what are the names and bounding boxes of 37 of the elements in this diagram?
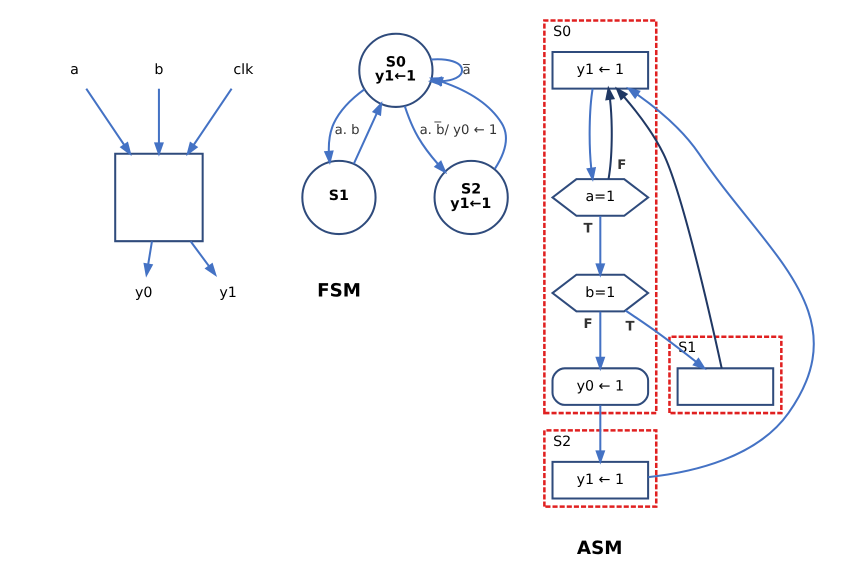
arrow <box>85 88 132 156</box>
edge-label: T <box>625 320 635 335</box>
edge-label: T <box>583 222 592 237</box>
label: ASM <box>576 538 622 559</box>
arrow <box>595 312 606 372</box>
node-text: y0 <box>134 284 152 301</box>
arrow <box>595 405 606 465</box>
arrow <box>595 216 606 278</box>
node-text: clk <box>233 62 254 78</box>
arrow <box>352 101 382 164</box>
cluster: S1 <box>668 336 783 414</box>
edge-label: F <box>583 317 592 332</box>
arrow <box>186 88 232 156</box>
node-box: y1 ← 1 <box>552 51 650 90</box>
node-box <box>676 367 774 406</box>
node-text: a <box>70 62 79 78</box>
arrow <box>615 86 723 368</box>
label: FSM <box>317 280 361 302</box>
edge-label: F <box>617 158 626 174</box>
arrow <box>624 310 707 370</box>
arrow <box>324 88 366 166</box>
edge-label: a̅ <box>462 62 471 78</box>
edge-label: a. b̅/ y0 ← 1 <box>420 122 498 138</box>
node-text: b <box>154 62 164 78</box>
edge-label: a. b <box>334 122 360 138</box>
arrow <box>404 106 448 174</box>
node-box <box>114 152 204 242</box>
arrow <box>586 88 596 182</box>
node-box: y1 ← 1 <box>552 460 650 500</box>
node-circle: S0 y1←1 <box>358 32 434 108</box>
arrow <box>190 240 218 278</box>
arrow <box>154 88 164 157</box>
node-text: y1 <box>219 284 237 301</box>
arrow <box>143 241 154 278</box>
node-circle: S1 <box>301 160 377 236</box>
arrow <box>605 86 616 179</box>
node-box: y0 ← 1 <box>552 367 650 406</box>
